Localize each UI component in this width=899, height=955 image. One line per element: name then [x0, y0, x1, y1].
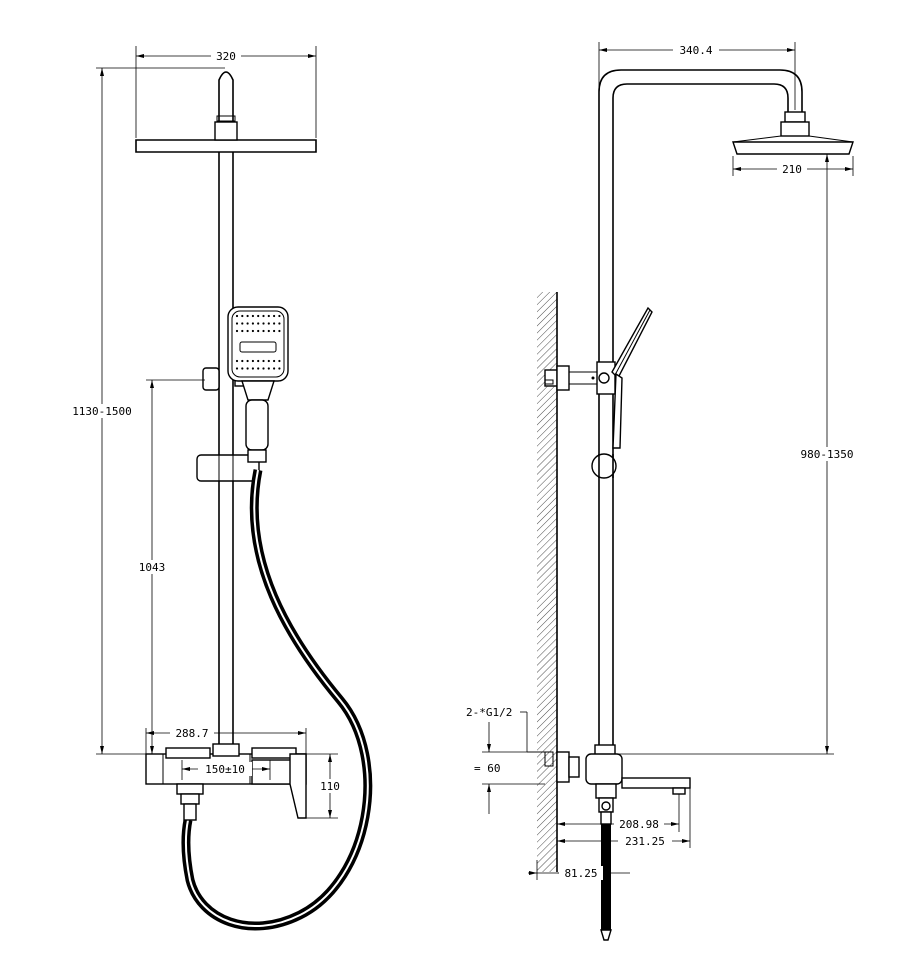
dim-side-inlet-thread: 2-*G1/2 — [466, 706, 512, 719]
dim-side-head-height: 980-1350 — [801, 448, 854, 461]
dim-front-head-width: 320 — [216, 50, 236, 63]
front-overhead-shower — [135, 71, 317, 153]
side-slider-knob — [591, 453, 617, 479]
dim-side-spout-b: 231.25 — [625, 835, 665, 848]
front-shower-hose — [181, 469, 373, 931]
front-view — [96, 46, 373, 931]
dim-front-mixer-width: 288.7 — [175, 727, 208, 740]
front-riser-pipe — [218, 152, 234, 745]
dim-front-slider-height: 1043 — [139, 561, 166, 574]
dim-side-arm-reach: 340.4 — [679, 44, 712, 57]
side-mixer — [556, 744, 691, 825]
dim-front-inlet-spacing: 150±10 — [205, 763, 245, 776]
side-riser-arm — [598, 69, 854, 745]
dim-front-mixer-height: 110 — [320, 780, 340, 793]
dimension-labels: 320 1130-1500 1043 288.7 150±10 110 340.… — [70, 43, 858, 880]
dim-side-inlet-offset: = 60 — [474, 762, 501, 775]
front-hand-shower — [227, 306, 289, 463]
dim-side-wall-offset: 81.25 — [564, 867, 597, 880]
dim-front-total-height: 1130-1500 — [72, 405, 132, 418]
side-hose — [600, 824, 612, 941]
front-dimension-lines — [96, 46, 338, 819]
dim-side-head-width: 210 — [782, 163, 802, 176]
side-hand-shower — [611, 306, 653, 449]
dim-side-spout-a: 208.98 — [619, 818, 659, 831]
front-thermostatic-mixer — [145, 743, 307, 821]
side-view — [482, 42, 854, 941]
side-wall-bracket — [544, 361, 616, 395]
